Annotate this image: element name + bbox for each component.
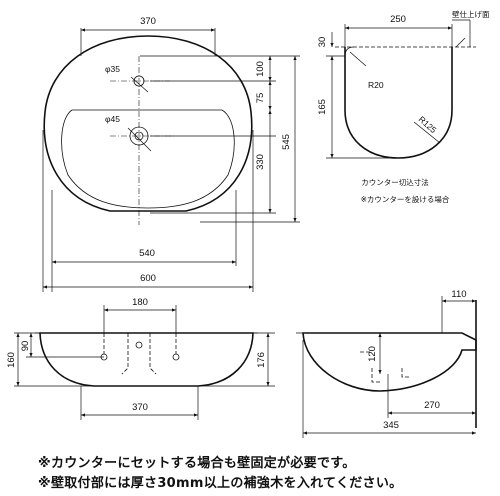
basin-outline-top bbox=[43, 35, 253, 212]
dim-180: 180 bbox=[132, 297, 148, 308]
basin-outline-side bbox=[302, 332, 477, 392]
dim-600: 600 bbox=[140, 273, 156, 284]
dim-110: 110 bbox=[451, 289, 466, 300]
dim-90: 90 bbox=[20, 341, 31, 352]
cutout-view: 250 30 165 R20 R125 壁仕上げ面 カウンター切込寸法 ※カウン… bbox=[317, 9, 490, 204]
note-counter-wall-fixing: ※カウンターにセットする場合も壁固定が必要です。 bbox=[38, 456, 356, 471]
side-view: 110 120 270 345 bbox=[296, 289, 477, 438]
dim-540: 540 bbox=[139, 248, 155, 259]
cutout-caption: カウンター切込寸法 bbox=[361, 177, 429, 187]
wall-finish-label: 壁仕上げ面 bbox=[452, 9, 490, 19]
dim-160: 160 bbox=[6, 352, 17, 368]
front-view: 180 90 160 176 370 bbox=[6, 297, 275, 420]
radius-r20: R20 bbox=[368, 80, 384, 90]
dim-270: 270 bbox=[424, 400, 440, 411]
cutout-caption-note: ※カウンターを設ける場合 bbox=[361, 194, 450, 204]
dim-100: 100 bbox=[255, 61, 266, 77]
dim-176: 176 bbox=[256, 352, 267, 368]
hole-dia-35: φ35 bbox=[105, 64, 120, 74]
dim-30: 30 bbox=[317, 37, 328, 48]
dim-250: 250 bbox=[390, 14, 406, 25]
dim-75: 75 bbox=[255, 93, 266, 104]
radius-r125: R125 bbox=[417, 114, 439, 135]
dim-370-front: 370 bbox=[132, 402, 148, 413]
bowl-outline bbox=[61, 109, 235, 209]
dim-545: 545 bbox=[281, 134, 292, 150]
dim-165: 165 bbox=[317, 99, 328, 115]
dim-330: 330 bbox=[255, 154, 266, 170]
hole-dia-45: φ45 bbox=[105, 114, 120, 124]
top-view: 370 100 75 330 545 φ35 φ45 540 600 bbox=[42, 16, 300, 292]
dim-120: 120 bbox=[367, 346, 378, 362]
cutout-outline bbox=[344, 47, 453, 159]
note-reinforcement: ※壁取付部には厚さ30mm以上の補強木を入れてください。 bbox=[38, 476, 403, 491]
basin-outline-front bbox=[39, 332, 254, 387]
dim-345: 345 bbox=[383, 420, 399, 431]
dim-370-top: 370 bbox=[140, 16, 156, 27]
